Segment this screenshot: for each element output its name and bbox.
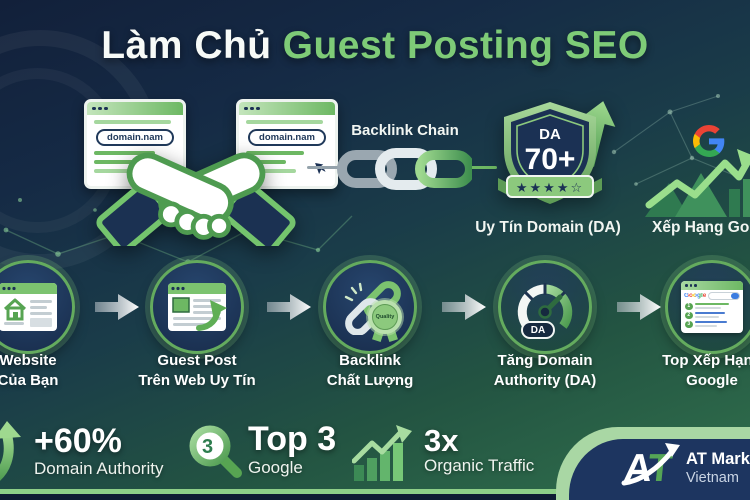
brand-corner-panel (569, 439, 750, 500)
hero-browser-right: domain.nam (236, 99, 338, 189)
step-circle-guest-post (150, 260, 244, 354)
serp-result-3: 3 (681, 319, 743, 328)
shield-caption: Uy Tín Domain (DA) (475, 219, 621, 236)
arrow-right-icon (267, 294, 311, 320)
stat-da-value: +60% (34, 422, 122, 460)
step-label-top-ranking: Top Xếp HạngGoogle (662, 352, 750, 389)
serp-search-button (731, 293, 739, 299)
da-shield-badge: DA 70+ ★★★★☆ (498, 101, 616, 204)
step-circle-top-ranking: Google 1 2 3 (665, 260, 750, 354)
ranking-chart-icon (645, 149, 750, 217)
handshake-icon (96, 152, 296, 246)
step-circle-your-website (0, 260, 75, 354)
serp-search-bar (708, 292, 740, 300)
quality-badge: Quality (368, 300, 402, 343)
cursor-icon (312, 161, 328, 178)
step-circle-increase-da (498, 260, 592, 354)
footer-strip (0, 494, 750, 500)
connector-line-green (469, 166, 497, 169)
arrow-right-icon (95, 294, 139, 320)
serp-result-1: 1 (681, 301, 743, 310)
brand-logo-arrow-icon (621, 443, 680, 486)
title-highlight: Guest Posting SEO (282, 24, 649, 67)
brand-name: AT Marketing (686, 450, 750, 468)
domain-label-left: domain.nam (95, 129, 175, 146)
serp-browser-icon: Google 1 2 3 (681, 281, 743, 333)
brand-text: AT Marketing Vietnam (686, 450, 750, 486)
arrow-right-icon (442, 294, 486, 320)
chain-links-icon (337, 148, 472, 190)
chain-label: Backlink Chain (351, 122, 459, 139)
brand-logo: A T (621, 443, 682, 493)
serp-google-logo: Google (684, 291, 707, 299)
stat-top3-value: Top 3 (248, 420, 337, 458)
footer-divider-line (0, 489, 600, 494)
gauge-icon (517, 283, 573, 329)
google-rank-caption: Xếp Hạng Google (652, 219, 750, 236)
bar-chart-icon (352, 425, 412, 481)
stat-traffic-label: Organic Traffic (424, 456, 535, 475)
brand-region: Vietnam (686, 470, 739, 486)
magnifier-badge: 3 (202, 436, 214, 458)
home-browser-icon (0, 283, 57, 331)
stat-traffic-value: 3x (424, 423, 459, 458)
arrow-right-icon (617, 294, 661, 320)
domain-label-right: domain.nam (247, 129, 327, 146)
gauge-da-label: DA (521, 321, 555, 339)
title-prefix: Làm Chủ (101, 24, 272, 67)
shield-value: 70+ (525, 143, 576, 176)
shield-abbr: DA (539, 126, 561, 143)
shield-stars: ★★★★☆ (516, 180, 584, 195)
quality-badge-label: Quality (372, 304, 398, 330)
connector-line-gray (307, 166, 340, 169)
browser-header (87, 102, 183, 115)
serp-result-2: 2 (681, 310, 743, 319)
magnifier-icon (189, 425, 242, 478)
stat-da-label: Domain Authority (34, 459, 164, 478)
guest-post-browser-icon (168, 283, 227, 331)
google-logo-icon (693, 125, 725, 157)
browser-header (239, 102, 335, 115)
stat-top3-label: Google (248, 458, 303, 477)
growth-arrow-icon (0, 421, 21, 481)
